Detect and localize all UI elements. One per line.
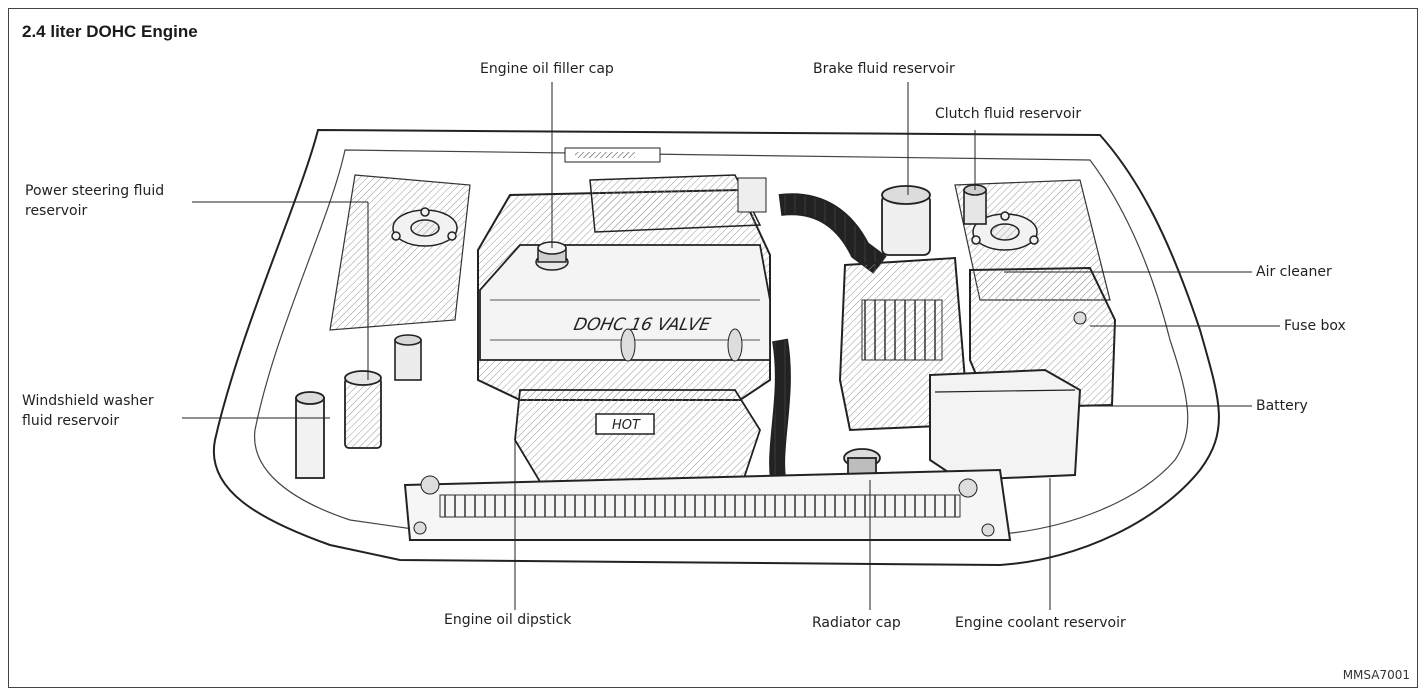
label-air-cleaner: Air cleaner [1256,264,1332,280]
power-steering-reservoir-shape [394,334,422,381]
exhaust-cover [514,389,761,491]
right-strut-tower [971,211,1039,251]
hood-outline [212,128,1220,567]
label-clutch-fluid-reservoir: Clutch fluid reservoir [935,106,1082,122]
label-engine-coolant-reservoir: Engine coolant reservoir [955,615,1126,631]
hood-inner-outline [254,149,1189,536]
intake-manifold [589,174,762,233]
left-strut-tower [391,207,458,247]
figure-code: MMSA7001 [1342,668,1410,682]
washer-reservoir-shape [295,370,382,479]
label-oil-filler-cap: Engine oil filler cap [480,61,614,77]
brake-reservoir-shape [881,185,931,256]
label-radiator-cap: Radiator cap [812,615,901,631]
hot-marking: HOT [612,418,641,433]
label-battery: Battery [1256,398,1308,414]
label-brake-fluid-reservoir: Brake fluid reservoir [813,61,955,77]
battery-shape [929,368,1082,482]
label-washer-line2: fluid reservoir [22,413,120,429]
label-fuse-box: Fuse box [1284,318,1346,334]
cylinder-head-cover [479,244,771,361]
label-engine-oil-dipstick: Engine oil dipstick [444,612,572,628]
label-power-steering-line1: Power steering fluid [25,183,165,199]
label-power-steering-line2: reservoir [25,203,88,219]
diagram-title: 2.4 liter DOHC Engine [22,22,198,41]
left-fender-well [329,174,471,331]
leader-lines [182,82,1280,610]
engine-marking: DOHC 16 VALVE [572,315,713,335]
clutch-reservoir-shape [963,184,987,225]
label-washer-line1: Windshield washer [22,393,154,409]
